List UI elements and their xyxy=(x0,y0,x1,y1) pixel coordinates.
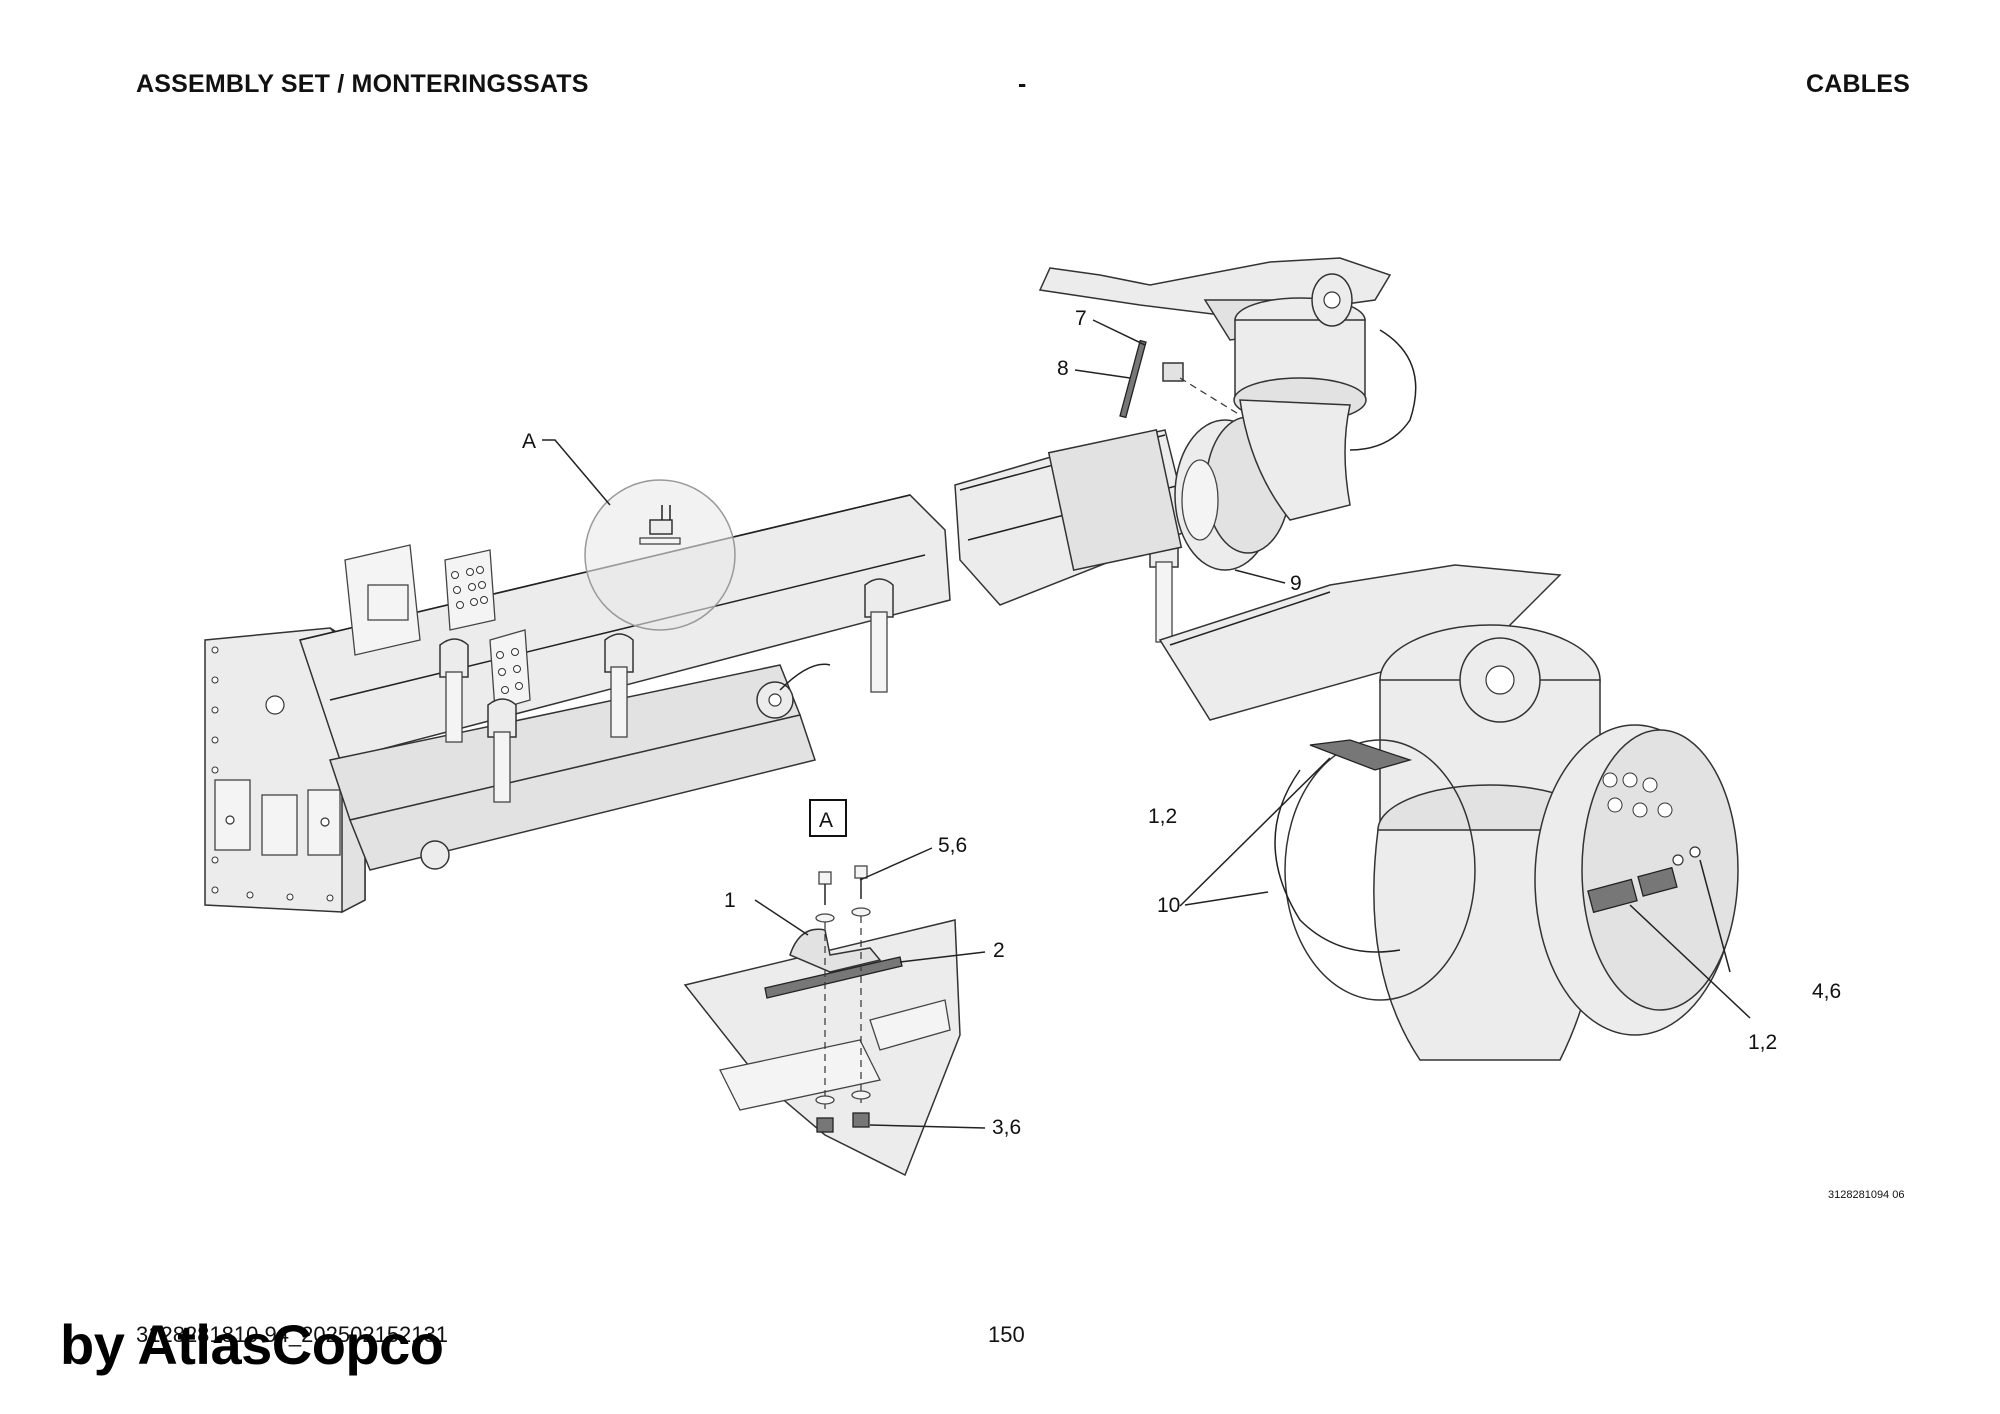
rotator-detail xyxy=(1158,564,1739,1061)
callout-10: 10 xyxy=(1157,894,1180,917)
callout-4-6: 4,6 xyxy=(1812,980,1841,1003)
document-number: 3128281810 94_202502152131 xyxy=(136,1322,448,1347)
header-separator: - xyxy=(1018,70,1027,98)
detail-a xyxy=(683,799,961,1177)
callout-box-a: A xyxy=(819,809,833,832)
callout-5-6: 5,6 xyxy=(938,834,967,857)
callout-1: 1 xyxy=(724,889,736,912)
callout-7: 7 xyxy=(1075,307,1087,330)
boom-assembly xyxy=(204,416,1291,914)
callout-2: 2 xyxy=(993,939,1005,962)
cable-tie xyxy=(1119,339,1241,419)
page-number: 150 xyxy=(988,1322,1025,1347)
callout-8: 8 xyxy=(1057,357,1069,380)
callout-9: 9 xyxy=(1290,572,1302,595)
callout-a: A xyxy=(522,430,536,453)
header-section: CABLES xyxy=(1806,70,1910,98)
leader-lines xyxy=(542,319,1751,1129)
drawing-number: 3128281094 06 xyxy=(1828,1189,1904,1201)
rotator-assembly xyxy=(1038,257,1417,521)
header-title: ASSEMBLY SET / MONTERINGSSATS xyxy=(136,70,589,98)
watermark: by AtlasCopco xyxy=(60,1313,444,1376)
callout-1-2-right: 1,2 xyxy=(1748,1031,1777,1054)
callout-3-6: 3,6 xyxy=(992,1116,1021,1139)
callout-labels: A A 7 8 9 10 1,2 1,2 4,6 5,6 1 2 3,6 xyxy=(522,307,1841,1139)
callout-1-2-left: 1,2 xyxy=(1148,805,1177,828)
